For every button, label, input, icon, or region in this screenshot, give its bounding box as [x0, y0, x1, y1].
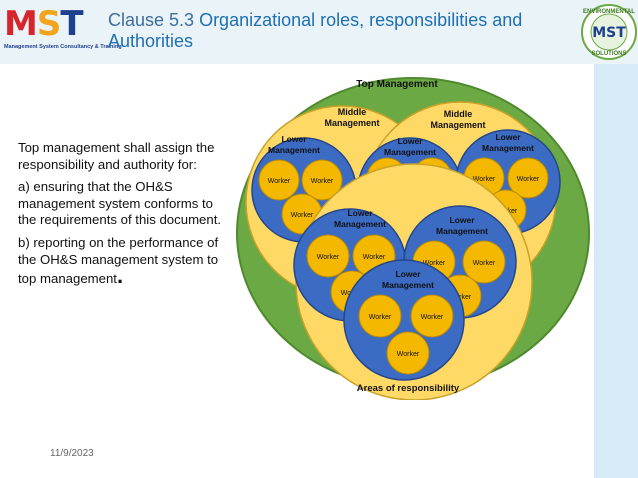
responsibility-diagram: Top Management Middle Management Middle …	[236, 77, 590, 400]
worker-label: Worker	[311, 178, 334, 185]
slide-title: Clause 5.3 Organizational roles, respons…	[108, 10, 578, 52]
worker-label: Worker	[268, 178, 291, 185]
lower-management-label-2: Management	[334, 219, 386, 229]
slide-date: 11/9/2023	[50, 448, 94, 459]
worker-label: Worker	[317, 254, 340, 261]
lower-management-label-2: Management	[382, 280, 434, 290]
middle-management-label-left-2: Management	[324, 118, 379, 128]
badge-mid-text: MST	[592, 25, 626, 41]
lower-management-label-2: Management	[268, 145, 320, 155]
slide-body: Top management shall assign the responsi…	[18, 140, 223, 294]
lower-management-label-1: Lower	[397, 136, 423, 146]
worker-label: Worker	[423, 260, 446, 267]
slide-header: MST Management System Consultancy & Trai…	[0, 0, 638, 64]
badge-top-text: ENVIRONMENTAL	[583, 9, 635, 15]
body-item-b-period: .	[116, 263, 124, 289]
body-item-a: a) ensuring that the OH&S management sys…	[18, 179, 222, 228]
body-intro: Top management shall assign the responsi…	[18, 140, 215, 172]
worker-circle	[507, 157, 549, 199]
lower-management-label-2: Management	[384, 147, 436, 157]
middle-management-label-left-1: Middle	[338, 107, 367, 117]
logo-text: MST	[4, 4, 84, 44]
title-clause: Clause 5.3	[108, 10, 195, 30]
lower-management-label-1: Lower	[495, 132, 521, 142]
company-logo: MST Management System Consultancy & Trai…	[4, 4, 122, 52]
worker-circle	[462, 240, 506, 284]
worker-label: Worker	[517, 176, 540, 183]
worker-circle	[358, 294, 402, 338]
lower-management-label-2: Management	[482, 143, 534, 153]
diagram-caption: Areas of responsibility	[357, 383, 460, 394]
lower-management-label-1: Lower	[395, 269, 421, 279]
worker-label: Worker	[473, 176, 496, 183]
lower-management-label-1: Lower	[347, 208, 373, 218]
worker-label: Worker	[421, 314, 444, 321]
middle-management-label-right-1: Middle	[444, 109, 473, 119]
worker-label: Worker	[363, 254, 386, 261]
top-management-label: Top Management	[356, 79, 438, 90]
worker-label: Worker	[397, 351, 420, 358]
worker-label: Worker	[473, 260, 496, 267]
badge-bottom-text: SOLUTIONS	[591, 51, 626, 57]
right-side-bar	[594, 64, 638, 478]
worker-circle	[306, 234, 350, 278]
lower-management-label-1: Lower	[449, 215, 475, 225]
title-text: Organizational roles, responsibilities a…	[108, 10, 523, 51]
logo-tagline: Management System Consultancy & Training	[4, 44, 122, 50]
body-item-b-end: management	[40, 271, 117, 287]
environmental-badge-logo: ENVIRONMENTAL MST SOLUTIONS	[581, 4, 637, 60]
lower-management-label-1: Lower	[281, 134, 307, 144]
lower-management-label-2: Management	[436, 226, 488, 236]
body-item-b-text: b) reporting on the performance of the O…	[18, 234, 219, 287]
worker-circle	[258, 159, 300, 201]
body-item-b: b) reporting on the performance of the O…	[18, 235, 223, 288]
worker-circle	[410, 294, 454, 338]
worker-circle	[386, 331, 430, 375]
lower-management-circle	[343, 259, 465, 381]
middle-management-label-right-2: Management	[430, 120, 485, 130]
worker-circle	[301, 159, 343, 201]
worker-label: Worker	[291, 212, 314, 219]
worker-label: Worker	[369, 314, 392, 321]
lower-group-6: Lower Management Worker Worker Worker	[343, 259, 465, 381]
